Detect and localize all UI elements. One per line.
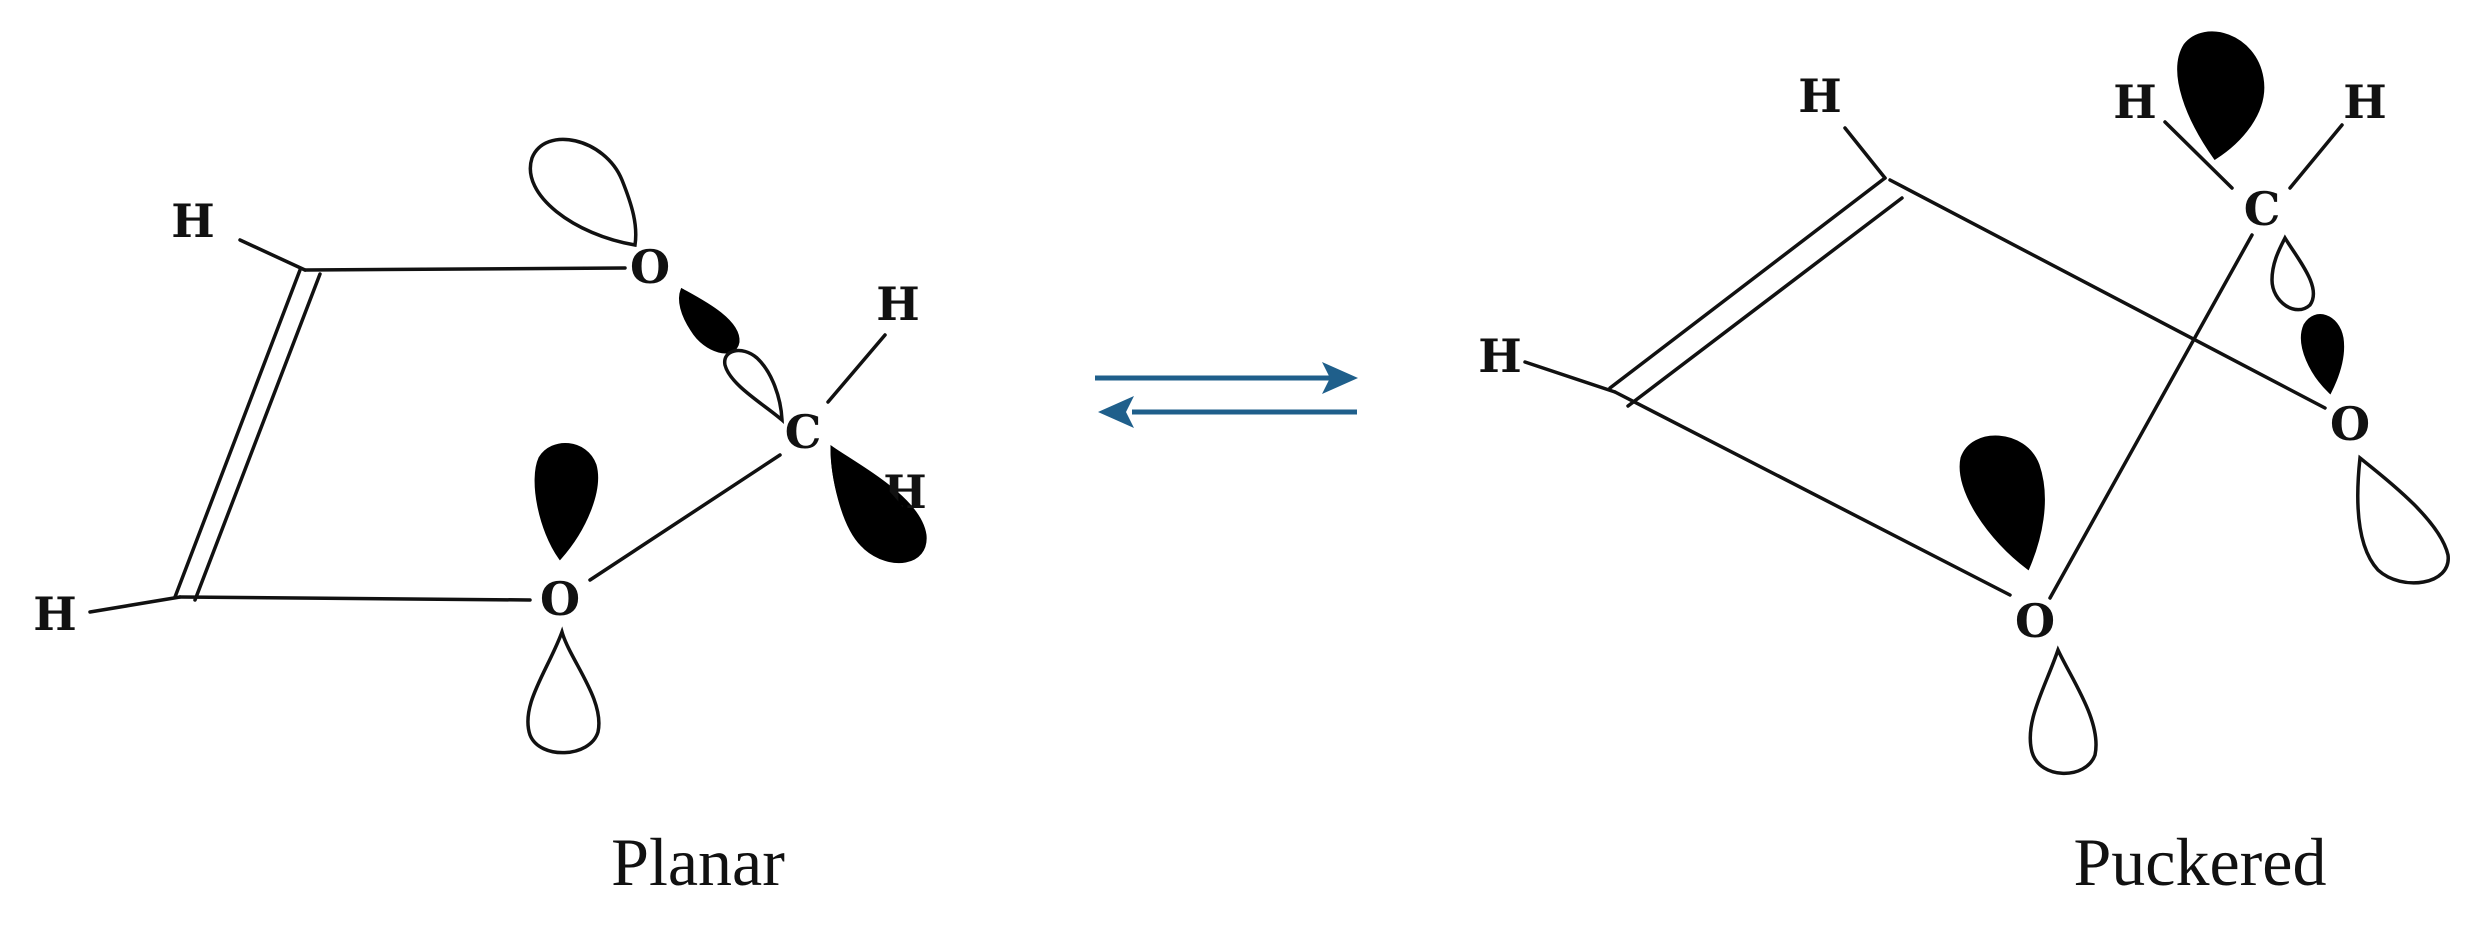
- planar-o-bottom: O: [540, 572, 580, 626]
- planar-caption: Planar: [611, 824, 785, 900]
- puckered-bond-cleft-obottom: [1613, 390, 2012, 597]
- planar-o-top: O: [630, 240, 670, 294]
- planar-otop-filled-lobe: [678, 287, 740, 354]
- planar-otop-open-lobe: [528, 137, 638, 248]
- reverse-arrowhead: [1098, 396, 1134, 428]
- puckered-h-c-left: H: [2113, 75, 2156, 129]
- puckered-bond-ctop-oright: [1888, 178, 2327, 410]
- puckered-bond-c-hleft: [2163, 120, 2234, 190]
- puckered-bond-htop-c: [1843, 126, 1887, 180]
- puckered-o-bottom: O: [2015, 594, 2055, 648]
- planar-obottom-filled-lobe: [534, 443, 599, 561]
- planar-bond-obottom-c: [588, 453, 782, 582]
- planar-h-top: H: [171, 194, 214, 248]
- puckered-h-top: H: [1798, 69, 1841, 123]
- puckered-caption: Puckered: [2073, 824, 2326, 900]
- puckered-oright-filled-lobe: [2300, 314, 2345, 395]
- puckered-bond-c-hright: [2288, 123, 2344, 190]
- puckered-h-left: H: [1478, 329, 1521, 383]
- planar-bond-c-h: [826, 333, 887, 404]
- puckered-obottom-filled-lobe: [1959, 435, 2045, 571]
- planar-bond-ctop-otop: [303, 266, 627, 272]
- planar-obottom-open-lobe: [526, 626, 601, 755]
- puckered-c-filled-lobe: [2177, 31, 2265, 161]
- puckered-double-bond-a: [1608, 176, 1887, 390]
- forward-arrowhead: [1322, 362, 1358, 394]
- puckered-o-right: O: [2330, 397, 2370, 451]
- puckered-bond-obottom-c: [2048, 233, 2254, 600]
- planar-bond-hbottom-c: [88, 595, 182, 614]
- puckered-oright-open-lobe: [2356, 454, 2450, 585]
- puckered-c-open-lobe: [2270, 234, 2316, 312]
- puckered-obottom-open-lobe: [2028, 645, 2098, 776]
- equilibrium-arrows: [1095, 362, 1358, 428]
- planar-h-bottom: H: [33, 587, 76, 641]
- planar-h-c-top: H: [876, 277, 919, 331]
- planar-c-open-lobe: [723, 348, 784, 425]
- planar-double-bond-a: [173, 268, 302, 599]
- puckered-c: C: [2244, 182, 2281, 236]
- planar-molecule: H H O O C H H Planar: [33, 137, 927, 900]
- planar-bond-htop-c: [238, 238, 307, 272]
- planar-double-bond-b: [193, 272, 322, 602]
- puckered-double-bond-b: [1626, 196, 1904, 408]
- puckered-bond-hleft-c: [1523, 360, 1617, 394]
- planar-c: C: [785, 405, 822, 459]
- puckered-h-c-right: H: [2343, 75, 2386, 129]
- planar-c-filled-lobe-overlay: [830, 445, 912, 558]
- puckered-molecule: H H H H C O O Puckered: [1478, 31, 2450, 900]
- planar-bond-cbottom-obottom: [178, 595, 532, 602]
